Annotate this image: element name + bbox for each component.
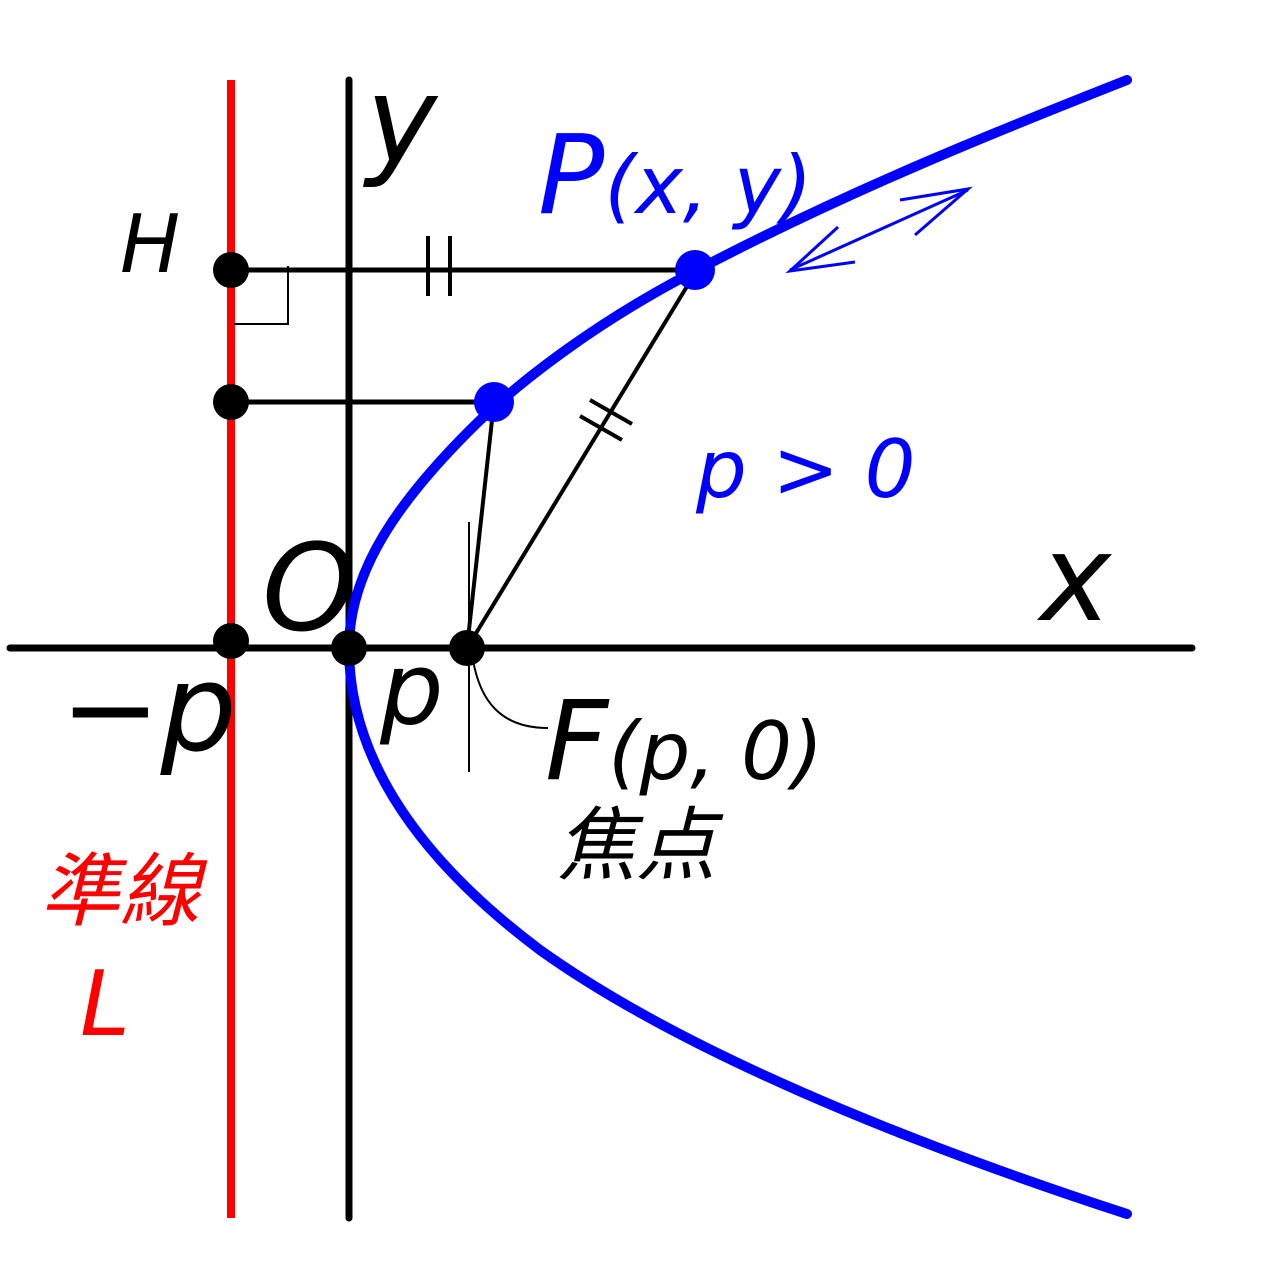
right-angle-mark bbox=[234, 266, 289, 325]
point-P-coords: (x, y) bbox=[604, 139, 813, 232]
equal-tick-4 bbox=[589, 398, 633, 426]
focus-label: F(p, 0) bbox=[545, 686, 823, 796]
segment-QF bbox=[465, 401, 496, 649]
point-origin bbox=[331, 630, 367, 666]
x-axis-label: x bbox=[1040, 510, 1112, 649]
focus-leader bbox=[472, 659, 549, 729]
origin-label: O bbox=[262, 520, 357, 659]
segment-PF bbox=[465, 268, 699, 650]
p-label: p bbox=[380, 631, 444, 748]
neg-p-label: −p bbox=[60, 640, 237, 779]
focus-name: F bbox=[545, 677, 609, 805]
y-axis-label: y bbox=[366, 52, 438, 191]
focus-coords: (p, 0) bbox=[608, 705, 824, 798]
parabola-curve bbox=[343, 75, 1132, 1219]
focus-jp-label: 焦点 bbox=[556, 799, 716, 892]
point-directrix-2 bbox=[213, 384, 249, 420]
point-H-label: H bbox=[120, 198, 181, 291]
point-P-label: P(x, y) bbox=[538, 120, 812, 230]
motion-arrow-icon bbox=[785, 186, 973, 274]
point-H bbox=[213, 252, 249, 288]
point-Q bbox=[474, 382, 514, 422]
point-P-name: P bbox=[538, 111, 605, 239]
directrix-jp-label: 準線 bbox=[40, 845, 200, 938]
equal-tick-3 bbox=[579, 414, 623, 442]
condition-label: p > 0 bbox=[696, 423, 916, 516]
point-focus bbox=[449, 630, 485, 666]
point-P bbox=[675, 250, 715, 290]
directrix-name-label: L bbox=[80, 952, 131, 1057]
point-neg-p bbox=[213, 623, 249, 659]
